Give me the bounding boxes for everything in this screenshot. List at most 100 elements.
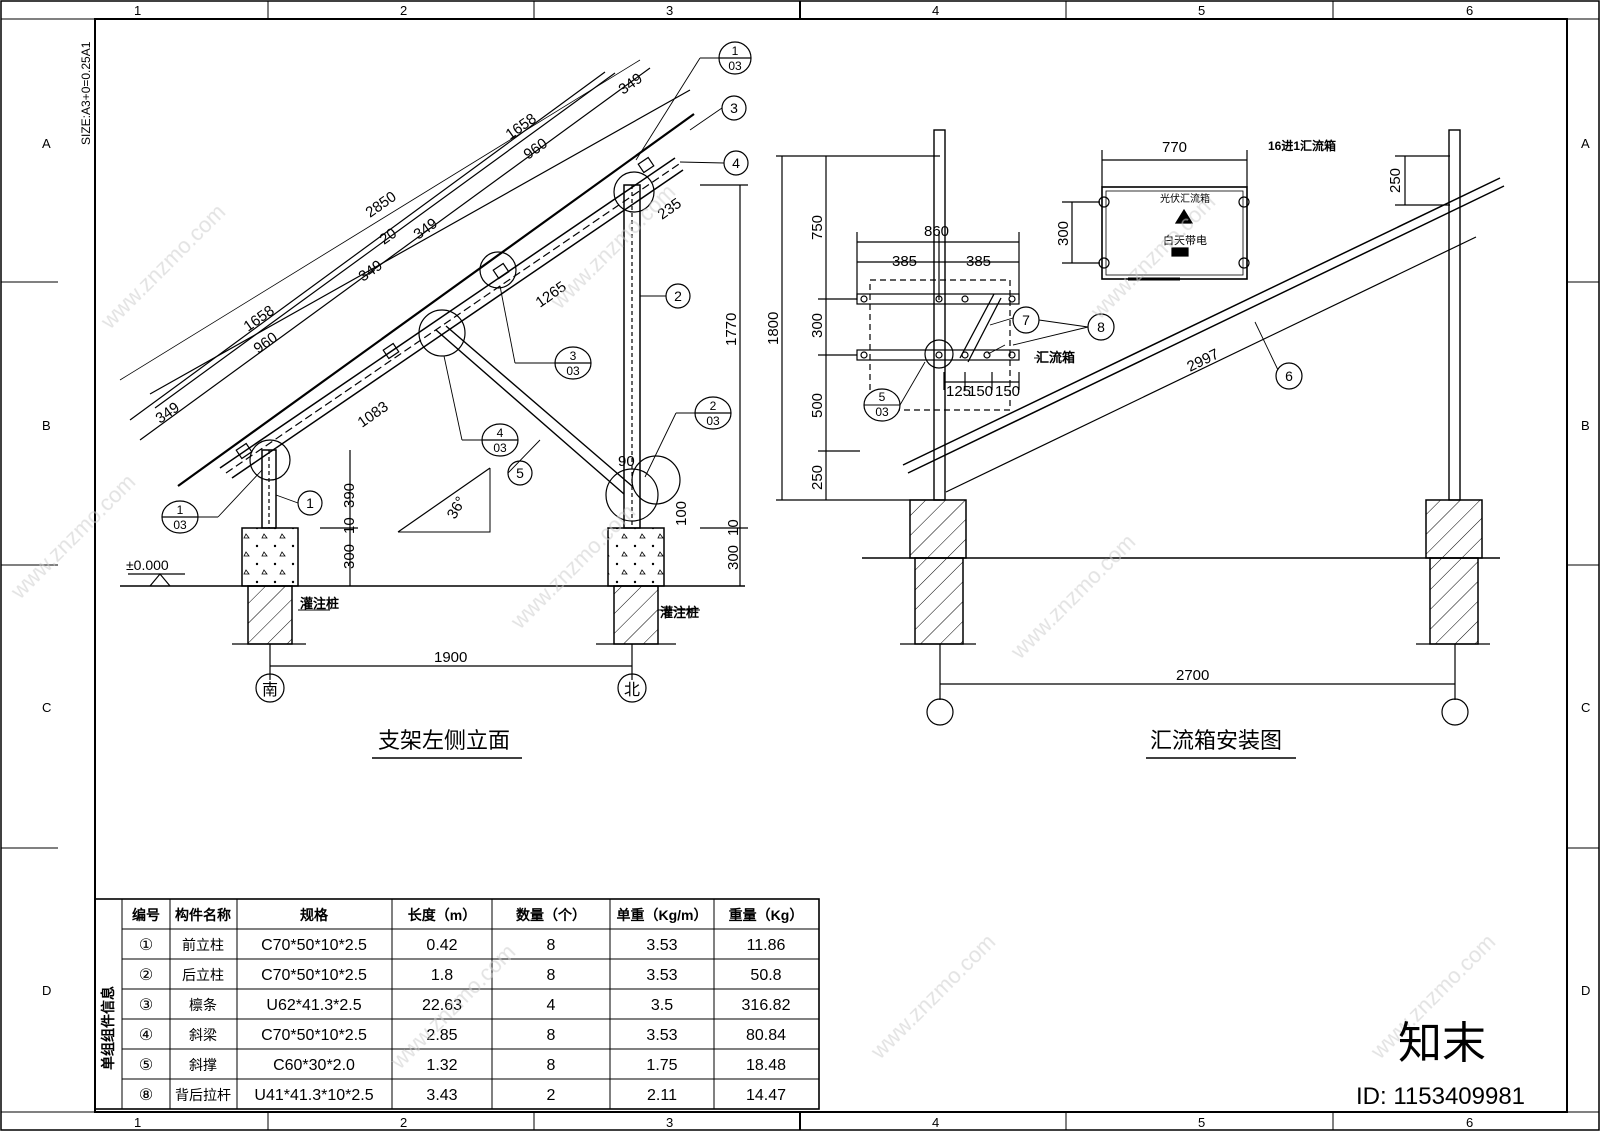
box-label-2: 白天带电 xyxy=(1163,233,1207,247)
table-cell: 0.42 xyxy=(426,937,457,954)
table-cell: 3.5 xyxy=(651,997,673,1014)
dim-385: 385 xyxy=(892,253,917,270)
detail-ref-top: 1 xyxy=(177,503,184,517)
watermark-logo: 知末 xyxy=(1398,1019,1486,1068)
table-header: 规格 xyxy=(300,907,329,923)
dim-2997: 2997 xyxy=(1184,346,1221,376)
dim-90: 90 xyxy=(618,453,635,470)
zone-col: 4 xyxy=(932,3,939,18)
member-tag-2: 2 xyxy=(674,288,682,304)
member-tag-5: 5 xyxy=(516,465,524,481)
table-cell: 檩条 xyxy=(189,997,217,1013)
watermark-text: www.znzmo.com xyxy=(865,929,1000,1064)
member-tag-4: 4 xyxy=(732,155,740,171)
zone-row: D xyxy=(1581,983,1590,998)
dim-385: 385 xyxy=(966,253,991,270)
table-header: 数量（个） xyxy=(516,907,586,923)
left-detail-refs xyxy=(161,41,752,534)
watermark-id: ID: 1153409981 xyxy=(1356,1083,1525,1110)
dim-390: 390 xyxy=(341,483,358,508)
table-cell: 前立柱 xyxy=(182,937,224,953)
table-cell: 11.86 xyxy=(747,937,786,954)
table-cell: 斜梁 xyxy=(189,1027,217,1043)
table-cell: 8 xyxy=(547,967,556,984)
detail-ref-top: 5 xyxy=(879,390,886,404)
dim-770: 770 xyxy=(1162,139,1187,156)
detail-ref-bottom: 03 xyxy=(173,518,187,532)
table-side-title-text: 单组组件信息 xyxy=(100,986,116,1070)
zone-row: C xyxy=(1581,700,1590,715)
dim-10: 10 xyxy=(341,517,358,534)
watermark-text: www.znzmo.com xyxy=(545,179,680,314)
right-view-title: 汇流箱安装图 xyxy=(1150,728,1282,753)
dim-300: 300 xyxy=(725,545,742,570)
zone-col: 6 xyxy=(1466,1115,1473,1130)
table-header: 长度（m） xyxy=(408,907,476,923)
detail-ref-top: 2 xyxy=(710,399,717,413)
table-side-title: 单组组件信息 xyxy=(100,986,116,1070)
table-cell: 1.32 xyxy=(426,1057,457,1074)
dim-100: 100 xyxy=(673,501,690,526)
pile-label: 灌注桩 xyxy=(300,596,339,611)
dim-300: 300 xyxy=(341,544,358,569)
zone-row: B xyxy=(42,418,51,433)
zone-col: 4 xyxy=(932,1115,939,1130)
table-cell: 1.8 xyxy=(431,967,453,984)
table-cell: U62*41.3*2.5 xyxy=(266,997,361,1014)
zone-col: 3 xyxy=(666,1115,673,1130)
dim-349: 349 xyxy=(153,399,183,427)
table-header: 重量（Kg） xyxy=(729,907,804,923)
table-cell: 18.48 xyxy=(746,1057,786,1074)
table-cell: 4 xyxy=(547,997,556,1014)
member-tag-3: 3 xyxy=(730,100,738,116)
table-cell: 2 xyxy=(547,1087,556,1104)
zone-col: 3 xyxy=(666,3,673,18)
right-member-tags xyxy=(863,306,1303,422)
dim-1658: 1658 xyxy=(241,302,278,335)
table-header: 编号 xyxy=(132,907,160,923)
dim-1800: 1800 xyxy=(765,312,782,345)
detail-ref-bottom: 03 xyxy=(728,59,742,73)
right-leaders xyxy=(899,317,1279,406)
zone-col: 2 xyxy=(400,1115,407,1130)
dim-500: 500 xyxy=(809,393,826,418)
detail-ref-top: 3 xyxy=(570,349,577,363)
dim-150: 150 xyxy=(968,383,993,400)
member-tag-7: 7 xyxy=(1022,312,1030,328)
table-cell: 316.82 xyxy=(742,997,791,1014)
table-cell: ② xyxy=(139,967,153,984)
detail-ref-bottom: 03 xyxy=(875,405,889,419)
member-tag-1: 1 xyxy=(306,495,314,511)
table-cell: ⑧ xyxy=(139,1087,153,1104)
table-cell: 8 xyxy=(547,1027,556,1044)
left-leaders xyxy=(198,57,725,611)
table-cell: 3.43 xyxy=(426,1087,457,1104)
watermark-text: www.znzmo.com xyxy=(1085,189,1220,324)
table-cell: 后立柱 xyxy=(182,967,224,983)
table-cell: U41*41.3*10*2.5 xyxy=(254,1087,373,1104)
left-view-title: 支架左侧立面 xyxy=(378,728,510,753)
table-cell: 2.11 xyxy=(647,1087,677,1104)
member-table xyxy=(94,898,820,1110)
table-header: 构件名称 xyxy=(175,907,231,923)
table-cell: 3.53 xyxy=(646,937,677,954)
table-cell: 3.53 xyxy=(646,967,677,984)
sheet-size-label: SIZE:A3+0=0.25A1 xyxy=(79,41,93,145)
zone-row: D xyxy=(42,983,51,998)
zone-row-labels: A B C D A B C D xyxy=(42,136,1590,998)
zone-row: B xyxy=(1581,418,1590,433)
table-cell: C60*30*2.0 xyxy=(273,1057,355,1074)
dim-1900: 1900 xyxy=(434,649,467,666)
left-elevation xyxy=(119,59,748,759)
zone-col-labels-bottom: 1 2 3 4 5 6 xyxy=(134,1115,1473,1130)
zone-col: 5 xyxy=(1198,1115,1205,1130)
member-tag-6: 6 xyxy=(1285,368,1293,384)
dim-1770: 1770 xyxy=(723,313,740,346)
zone-col-labels-top: 1 2 3 4 5 6 xyxy=(134,3,1473,18)
left-member-tag-labels: 1 2 3 4 5 xyxy=(306,100,740,511)
pile-label: 灌注桩 xyxy=(660,605,699,620)
watermark-text: www.znzmo.com xyxy=(1005,529,1140,664)
table-cell: 14.47 xyxy=(746,1087,786,1104)
table-cell: 8 xyxy=(547,1057,556,1074)
